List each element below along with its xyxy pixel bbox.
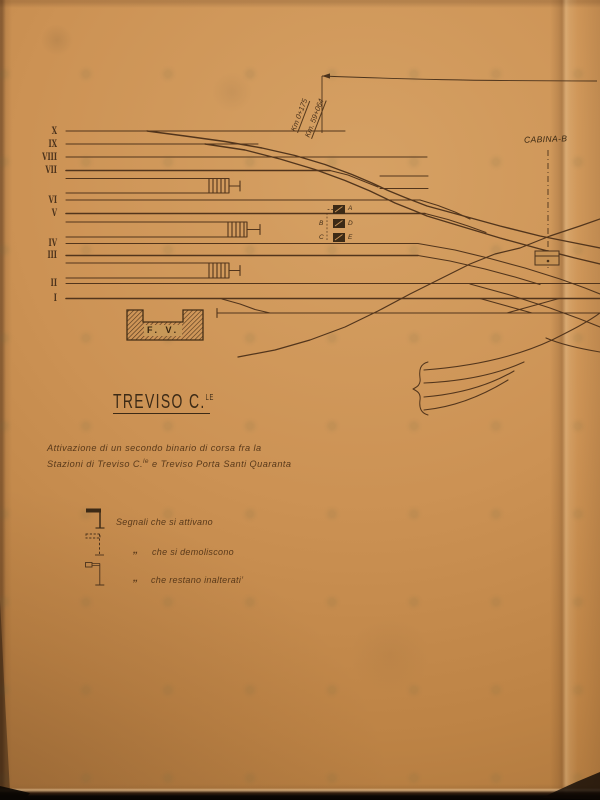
track-label-i: I — [53, 293, 57, 304]
legend-text-2: che si demoliscono — [152, 547, 234, 557]
cluster-label-b: B — [319, 220, 324, 227]
photo-edge-shadows — [0, 600, 600, 800]
track-lines — [65, 130, 600, 416]
track-label-viii: VIII — [42, 151, 57, 163]
cluster-label-e: E — [348, 234, 353, 241]
signal-symbol-demolished — [85, 533, 104, 556]
instrument-box — [534, 250, 560, 266]
drawing-subtitle-line2: Stazioni di Treviso C.le e Treviso Porta… — [47, 458, 292, 470]
legend-ditto-3: „ — [133, 572, 139, 584]
track-label-iii: III — [47, 250, 57, 261]
legend-text-3: che restano inalterati’ — [151, 575, 244, 585]
cabina-label: CABINA-B — [523, 133, 568, 145]
cluster-label-d: D — [348, 220, 353, 227]
station-building-label: F. V. — [144, 325, 183, 336]
track-label-vii: VII — [45, 165, 57, 176]
track-label-ii: II — [50, 278, 57, 289]
cluster-label-c: C — [319, 234, 324, 241]
signal-symbol-active — [86, 508, 105, 529]
legend-text-1: Segnali che si attivano — [116, 517, 213, 527]
track-label-iv: IV — [48, 238, 57, 249]
track-label-ix: IX — [48, 138, 57, 150]
legend-symbols — [85, 508, 105, 586]
title-underline — [113, 412, 210, 414]
cluster-label-a: A — [348, 205, 353, 212]
drawing-subtitle-line1: Attivazione di un secondo binario di cor… — [47, 443, 262, 453]
drawing-title: TREVISO C.LE — [113, 390, 215, 413]
track-label-vi: VI — [48, 194, 57, 206]
track-label-x: X — [51, 125, 57, 137]
track-label-v: V — [51, 208, 57, 219]
signal-symbol-unchanged — [85, 562, 105, 586]
measurement-lines — [321, 73, 598, 133]
signal-cluster — [326, 205, 345, 242]
legend-ditto-2: „ — [133, 544, 139, 556]
